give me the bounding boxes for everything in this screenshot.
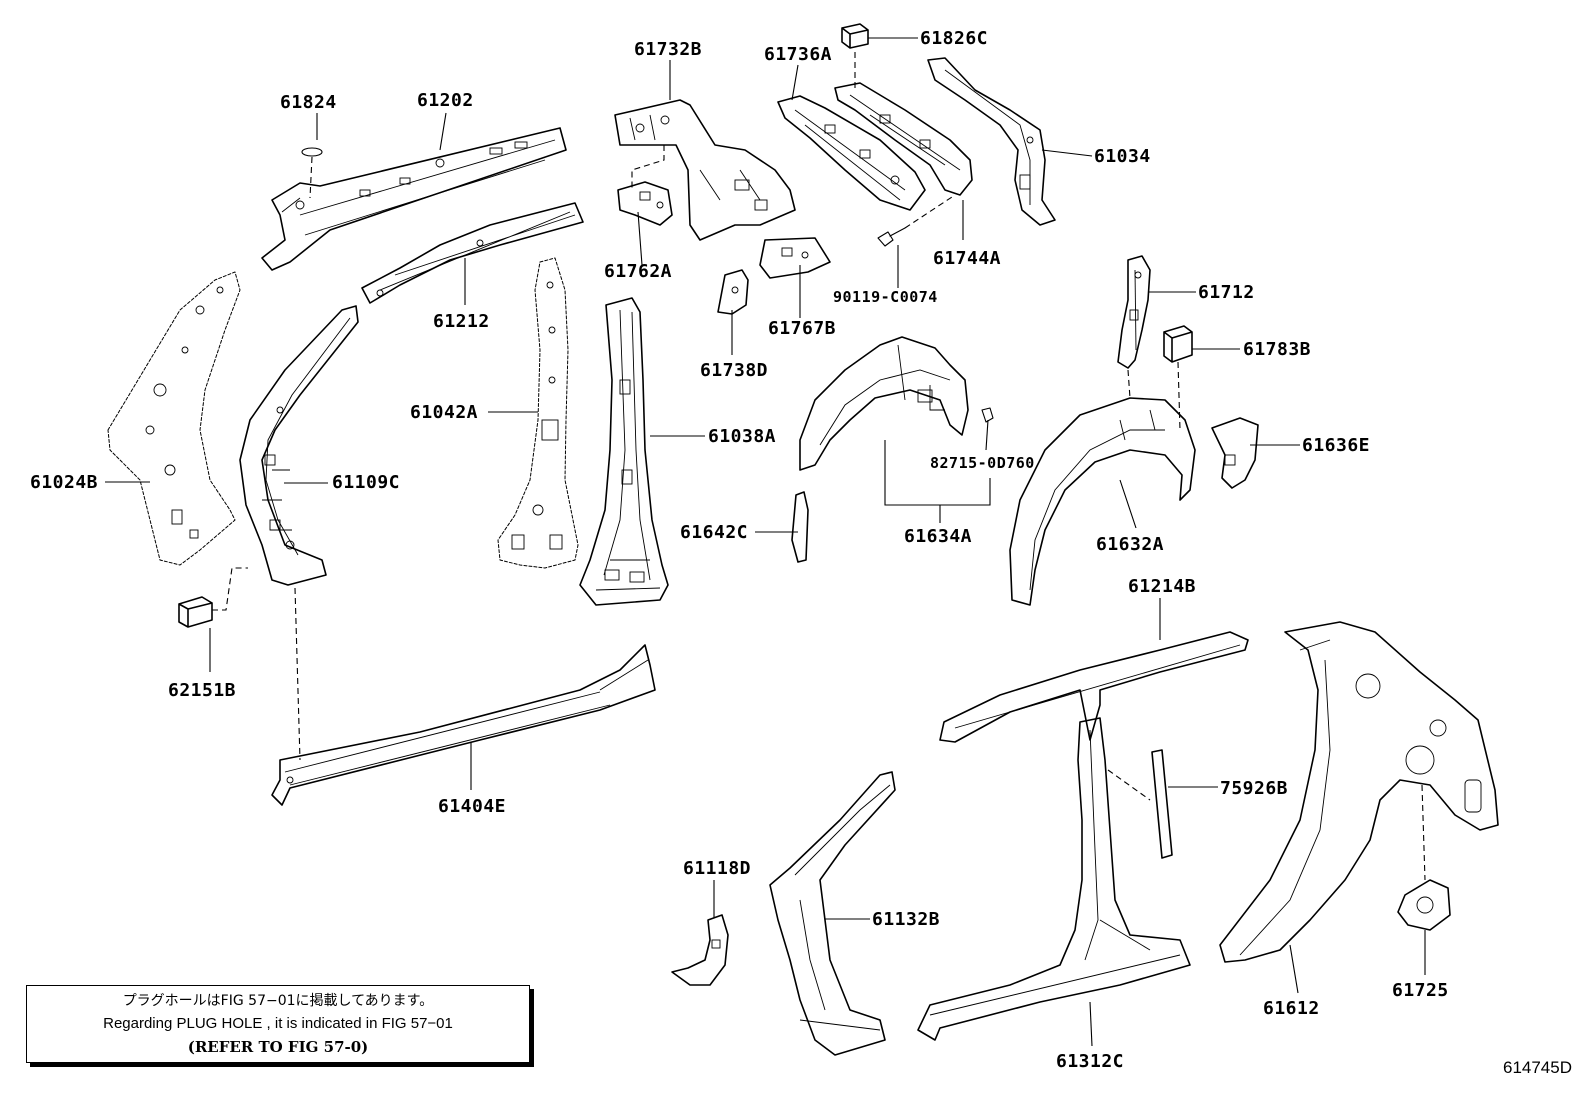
part-61024B-drawing[interactable] [107,271,241,566]
part-61725-drawing[interactable] [1397,879,1451,931]
part-61312C-drawing[interactable] [917,717,1191,1041]
label-90119-C0074[interactable]: 90119-C0074 [833,288,938,306]
label-61642C[interactable]: 61642C [680,522,748,543]
part-61034-drawing[interactable] [927,57,1056,226]
part-62151B-drawing[interactable] [178,596,213,628]
part-61732B-drawing[interactable] [614,99,796,241]
label-61725[interactable]: 61725 [1392,980,1449,1001]
part-61212-drawing[interactable] [361,202,584,304]
part-61712-drawing[interactable] [1117,255,1151,369]
part-61214B-drawing[interactable] [939,631,1249,743]
part-82715-0D760-drawing[interactable] [981,407,994,423]
part-61109C-drawing[interactable] [239,305,359,586]
label-61736A[interactable]: 61736A [764,44,832,65]
note-english-text: Regarding PLUG HOLE , it is indicated in… [103,1015,453,1032]
part-61038A-drawing[interactable] [579,297,669,606]
label-61744A[interactable]: 61744A [933,248,1001,269]
label-61783B[interactable]: 61783B [1243,339,1311,360]
part-61738D-drawing[interactable] [717,269,749,315]
part-61767B-drawing[interactable] [759,237,831,279]
label-75926B[interactable]: 75926B [1220,778,1288,799]
part-61642C-drawing[interactable] [791,491,809,563]
assembly-dashed-lines [212,52,1426,881]
plug-hole-note: プラグホールはFIG 57−01に掲載してあります。 Regarding PLU… [26,985,530,1063]
part-61824-drawing[interactable] [301,147,323,157]
part-61042A-drawing[interactable] [497,257,579,569]
label-61612[interactable]: 61612 [1263,998,1320,1019]
label-61632A[interactable]: 61632A [1096,534,1164,555]
label-61404E[interactable]: 61404E [438,796,506,817]
label-61042A[interactable]: 61042A [410,402,478,423]
label-82715-0D760[interactable]: 82715-0D760 [930,454,1035,472]
part-61632A-drawing[interactable] [1009,397,1196,606]
label-61132B[interactable]: 61132B [872,909,940,930]
part-61783B-drawing[interactable] [1163,325,1193,363]
label-61038A[interactable]: 61038A [708,426,776,447]
part-61118D-drawing[interactable] [671,914,729,986]
label-61824[interactable]: 61824 [280,92,337,113]
label-62151B[interactable]: 62151B [168,680,236,701]
label-61024B[interactable]: 61024B [30,472,98,493]
part-labels: 61824 61202 61732B 61736A 61826C 61034 6… [30,28,1449,1072]
part-90119-C0074-drawing[interactable] [877,227,906,247]
label-61109C[interactable]: 61109C [332,472,400,493]
note-reference-link[interactable]: (REFER TO FIG 57-0) [187,1038,369,1056]
part-61762A-drawing[interactable] [617,181,673,226]
label-61712[interactable]: 61712 [1198,282,1255,303]
part-61202-drawing[interactable] [261,127,567,271]
label-61762A[interactable]: 61762A [604,261,672,282]
drawing-id: 614745D [1502,1058,1572,1077]
part-61634A-drawing[interactable] [799,336,969,471]
note-japanese-text: プラグホールはFIG 57−01に掲載してあります。 [122,993,434,1009]
leader-lines [105,37,1426,1047]
part-75926B-drawing[interactable] [1151,749,1173,859]
label-61732B[interactable]: 61732B [634,39,702,60]
label-61738D[interactable]: 61738D [700,360,768,381]
part-61744A-drawing[interactable] [834,82,973,196]
label-61202[interactable]: 61202 [417,90,474,111]
part-61736A-drawing[interactable] [777,95,926,211]
part-61404E-drawing[interactable] [271,644,656,806]
label-61634A[interactable]: 61634A [904,526,972,547]
part-61132B-drawing[interactable] [769,771,896,1056]
label-61214B[interactable]: 61214B [1128,576,1196,597]
label-61312C[interactable]: 61312C [1056,1051,1124,1072]
label-61826C[interactable]: 61826C [920,28,988,49]
label-61767B[interactable]: 61767B [768,318,836,339]
label-61636E[interactable]: 61636E [1302,435,1370,456]
label-61118D[interactable]: 61118D [683,858,751,879]
part-61612-drawing[interactable] [1219,621,1499,963]
label-61212[interactable]: 61212 [433,311,490,332]
part-61826C-drawing[interactable] [841,23,869,49]
label-61034[interactable]: 61034 [1094,146,1151,167]
part-61636E-drawing[interactable] [1211,417,1259,489]
